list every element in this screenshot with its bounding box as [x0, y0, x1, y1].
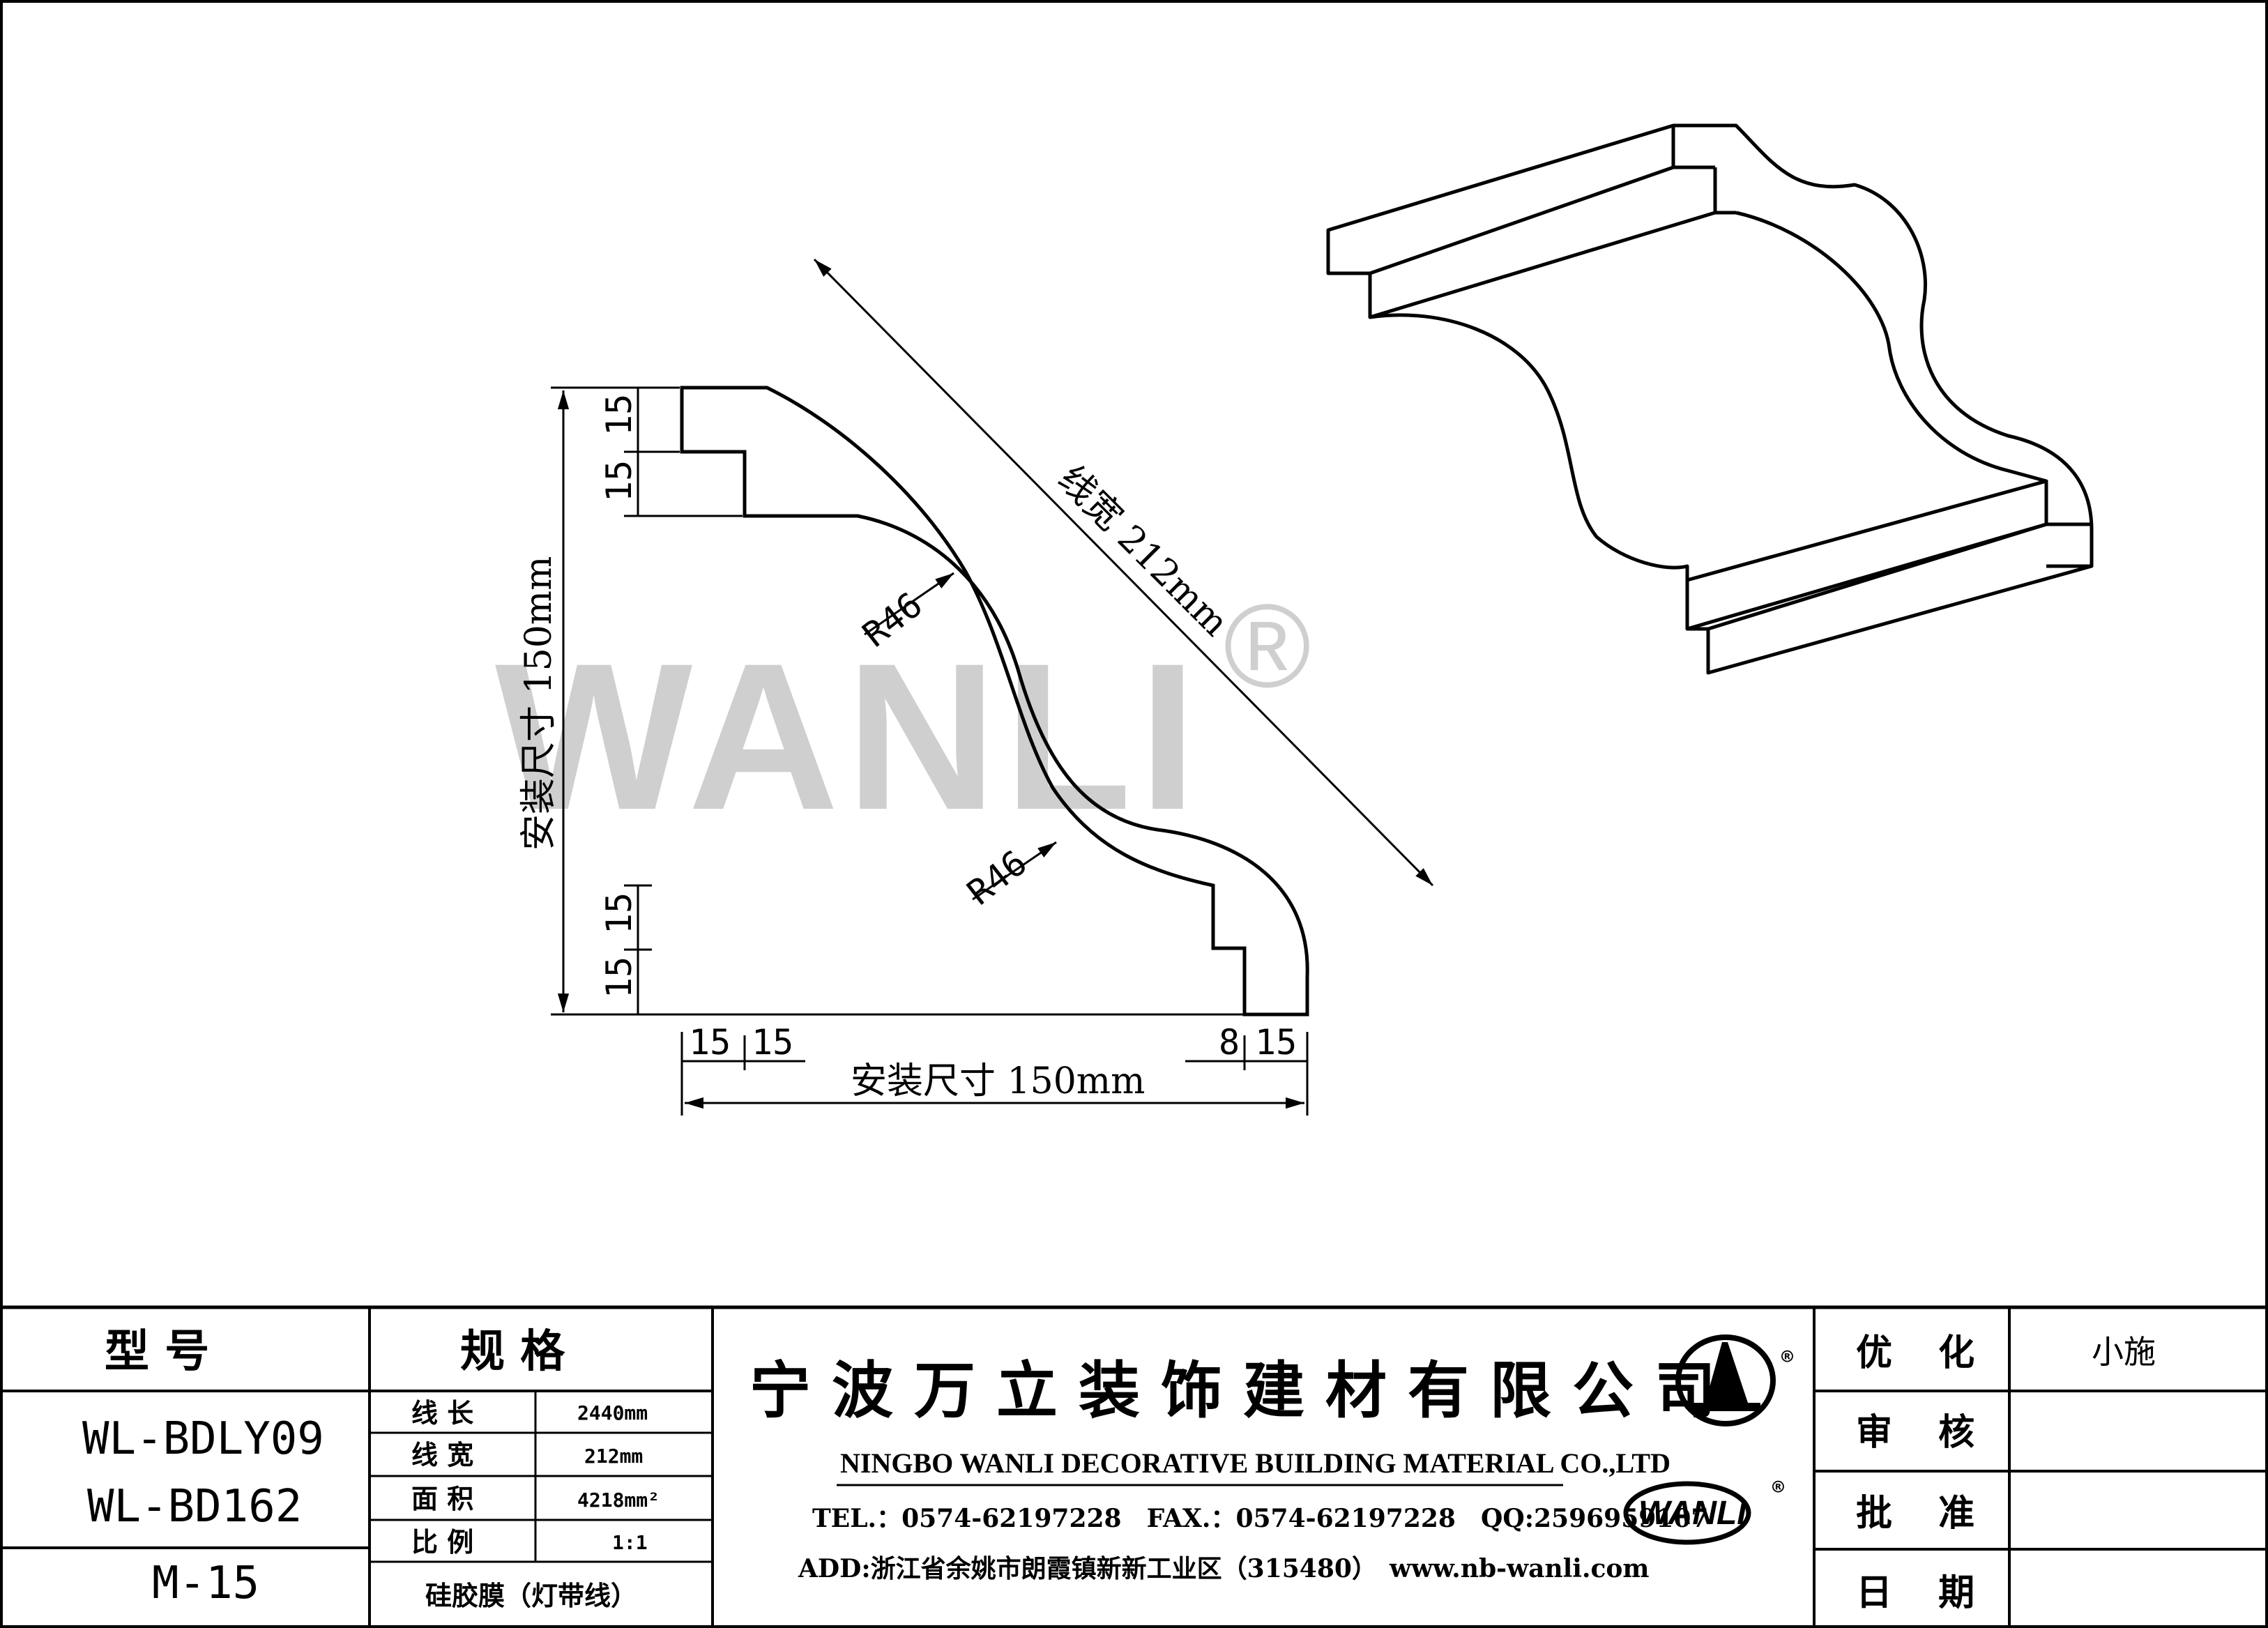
dim-bottom-left-b: 15 [752, 1022, 793, 1063]
dim-bottom-right-a: 8 [1219, 1022, 1240, 1063]
spec-scale-value: 1:1 [612, 1531, 648, 1554]
approval-optimize-label: 优 化 [1856, 1332, 1991, 1374]
spec-length-label: 线 长 [411, 1398, 473, 1429]
dim-bottom-right-b: 15 [1255, 1022, 1297, 1063]
svg-text:®: ® [1781, 1345, 1793, 1368]
vertical-install-label: 安装尺寸 150mm [518, 556, 560, 851]
svg-text:WANLI: WANLI [1638, 1495, 1747, 1532]
approval-approve-label: 批 准 [1856, 1493, 1991, 1535]
spec-header: 规 格 [460, 1326, 565, 1378]
material-name: 硅胶膜（灯带线） [425, 1581, 637, 1611]
spec-width-label: 线 宽 [411, 1440, 473, 1470]
approval-review-label: 审 核 [1856, 1412, 1991, 1454]
diagonal-dimension [813, 258, 1434, 887]
company-round-logo: ® [1675, 1334, 1793, 1427]
radius-leaders [864, 572, 1057, 901]
model-1: WL-BDLY09 [82, 1413, 324, 1465]
company-en: NINGBO WANLI DECORATIVE BUILDING MATERIA… [840, 1447, 1670, 1479]
approval-date-label: 日 期 [1856, 1572, 1991, 1614]
company-contact: TEL.：0574-62197228 FAX.：0574-62197228 QQ… [812, 1504, 1708, 1533]
dim-left-bottom-b: 15 [599, 957, 639, 998]
spec-scale-label: 比 例 [411, 1527, 473, 1558]
material-code: M-15 [152, 1558, 259, 1609]
company-wanli-logo: WANLI ® [1623, 1475, 1784, 1545]
title-block [0, 1305, 2268, 1628]
dim-left-top-a: 15 [599, 394, 639, 436]
horizontal-dimension [680, 1032, 1309, 1116]
diagonal-width-label: 线宽 212mm [1050, 458, 1237, 645]
company-cn: 宁波万立装饰建材有限公司 [749, 1354, 1737, 1427]
vertical-dimension [551, 386, 1297, 1016]
watermark-text: WANLI [495, 619, 1204, 853]
model-header: 型 号 [105, 1326, 209, 1378]
watermark-registered: ® [1224, 580, 1311, 713]
spec-width-value: 212mm [584, 1445, 643, 1468]
horizontal-install-label: 安装尺寸 150mm [851, 1060, 1145, 1102]
dim-bottom-left-a: 15 [689, 1022, 731, 1063]
model-2: WL-BD162 [87, 1481, 302, 1532]
company-address: ADD:浙江省余姚市朗霞镇新新工业区（315480） www.nb-wanli.… [798, 1554, 1650, 1583]
spec-area-value: 4218mm² [577, 1489, 660, 1512]
svg-text:®: ® [1772, 1475, 1784, 1498]
spec-area-label: 面 积 [411, 1484, 473, 1514]
spec-length-value: 2440mm [577, 1401, 648, 1424]
dim-left-bottom-a: 15 [599, 892, 639, 934]
approval-optimize-value: 小施 [2092, 1333, 2156, 1371]
dim-left-top-b: 15 [599, 460, 639, 502]
isometric-view [1326, 123, 2094, 675]
